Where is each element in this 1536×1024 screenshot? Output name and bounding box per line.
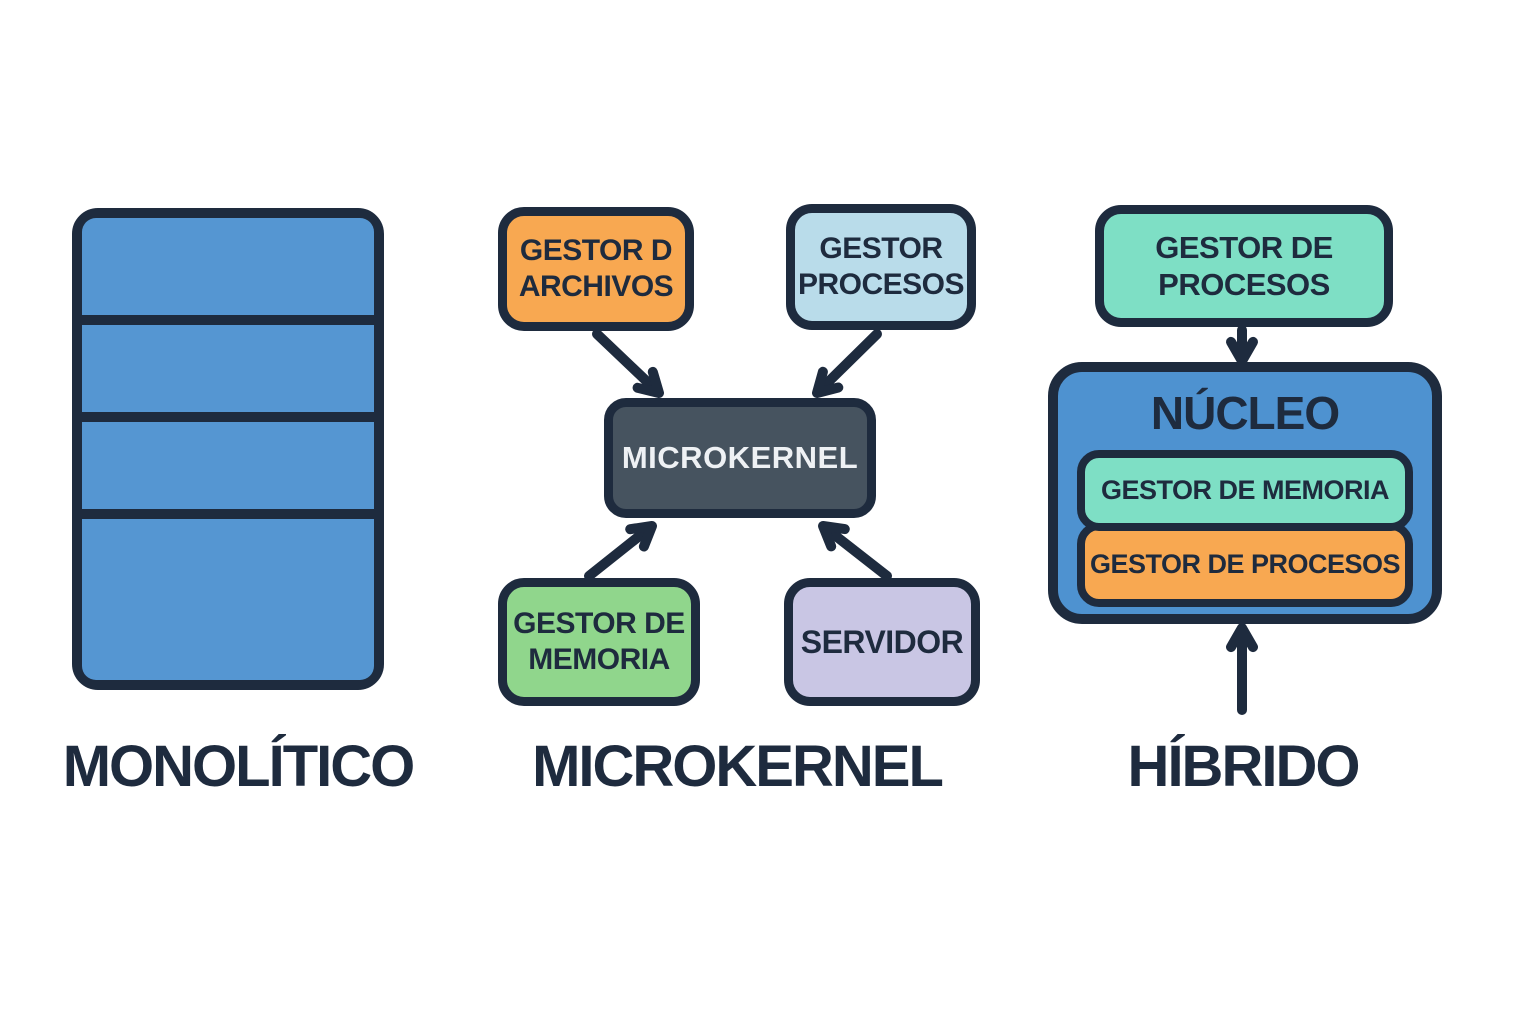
server-box: SERVIDOR [784, 578, 980, 706]
section-label-microkernel: MICROKERNEL [532, 734, 944, 799]
arrow-process-manager-to-nucleus [1226, 325, 1258, 366]
hybrid-process-manager-box: GESTOR DE PROCESOS [1095, 205, 1393, 327]
process-manager-label-line2: PROCESOS [797, 268, 965, 301]
monolithic-segment [82, 421, 374, 509]
arrow-bottom-to-nucleus [1226, 623, 1258, 715]
nucleus-process-manager-label: GESTOR DE PROCESOS [1089, 549, 1401, 579]
monolithic-segment [82, 518, 374, 680]
nucleus-title: NÚCLEO [1150, 387, 1340, 439]
hybrid-process-manager-line1: GESTOR DE [1155, 229, 1333, 265]
file-manager-box: GESTOR D ARCHIVOS [498, 207, 694, 331]
section-label-monolithic: MONOLÍTICO [62, 734, 416, 799]
monolithic-segment [82, 218, 374, 315]
process-manager-box: GESTOR PROCESOS [786, 204, 976, 330]
memory-manager-box: GESTOR DE MEMORIA [498, 578, 700, 706]
arrow-process-manager-to-kernel [812, 329, 882, 398]
nucleus-memory-manager-box: GESTOR DE MEMORIA [1077, 450, 1413, 531]
file-manager-label-line2: ARCHIVOS [518, 270, 674, 303]
memory-manager-label-line2: MEMORIA [528, 643, 670, 676]
section-label-hybrid: HÍBRIDO [1127, 734, 1361, 799]
nucleus-memory-manager-label: GESTOR DE MEMORIA [1100, 475, 1390, 505]
process-manager-label-line1: GESTOR [819, 232, 943, 265]
monolithic-block [72, 208, 384, 690]
arrow-server-to-kernel [818, 521, 892, 581]
nucleus-box: NÚCLEO GESTOR DE MEMORIA GESTOR DE PROCE… [1048, 362, 1442, 624]
monolithic-segment [82, 324, 374, 412]
microkernel-box: MICROKERNEL [604, 398, 876, 518]
arrow-memory-manager-to-kernel [584, 521, 657, 581]
arrow-file-manager-to-kernel [592, 329, 664, 398]
hybrid-process-manager-line2: PROCESOS [1158, 267, 1330, 302]
memory-manager-label-line1: GESTOR DE [513, 607, 685, 640]
file-manager-label-line1: GESTOR D [519, 234, 673, 267]
nucleus-process-manager-box: GESTOR DE PROCESOS [1077, 522, 1413, 607]
microkernel-box-label: MICROKERNEL [621, 440, 859, 476]
server-box-label: SERVIDOR [800, 623, 964, 660]
